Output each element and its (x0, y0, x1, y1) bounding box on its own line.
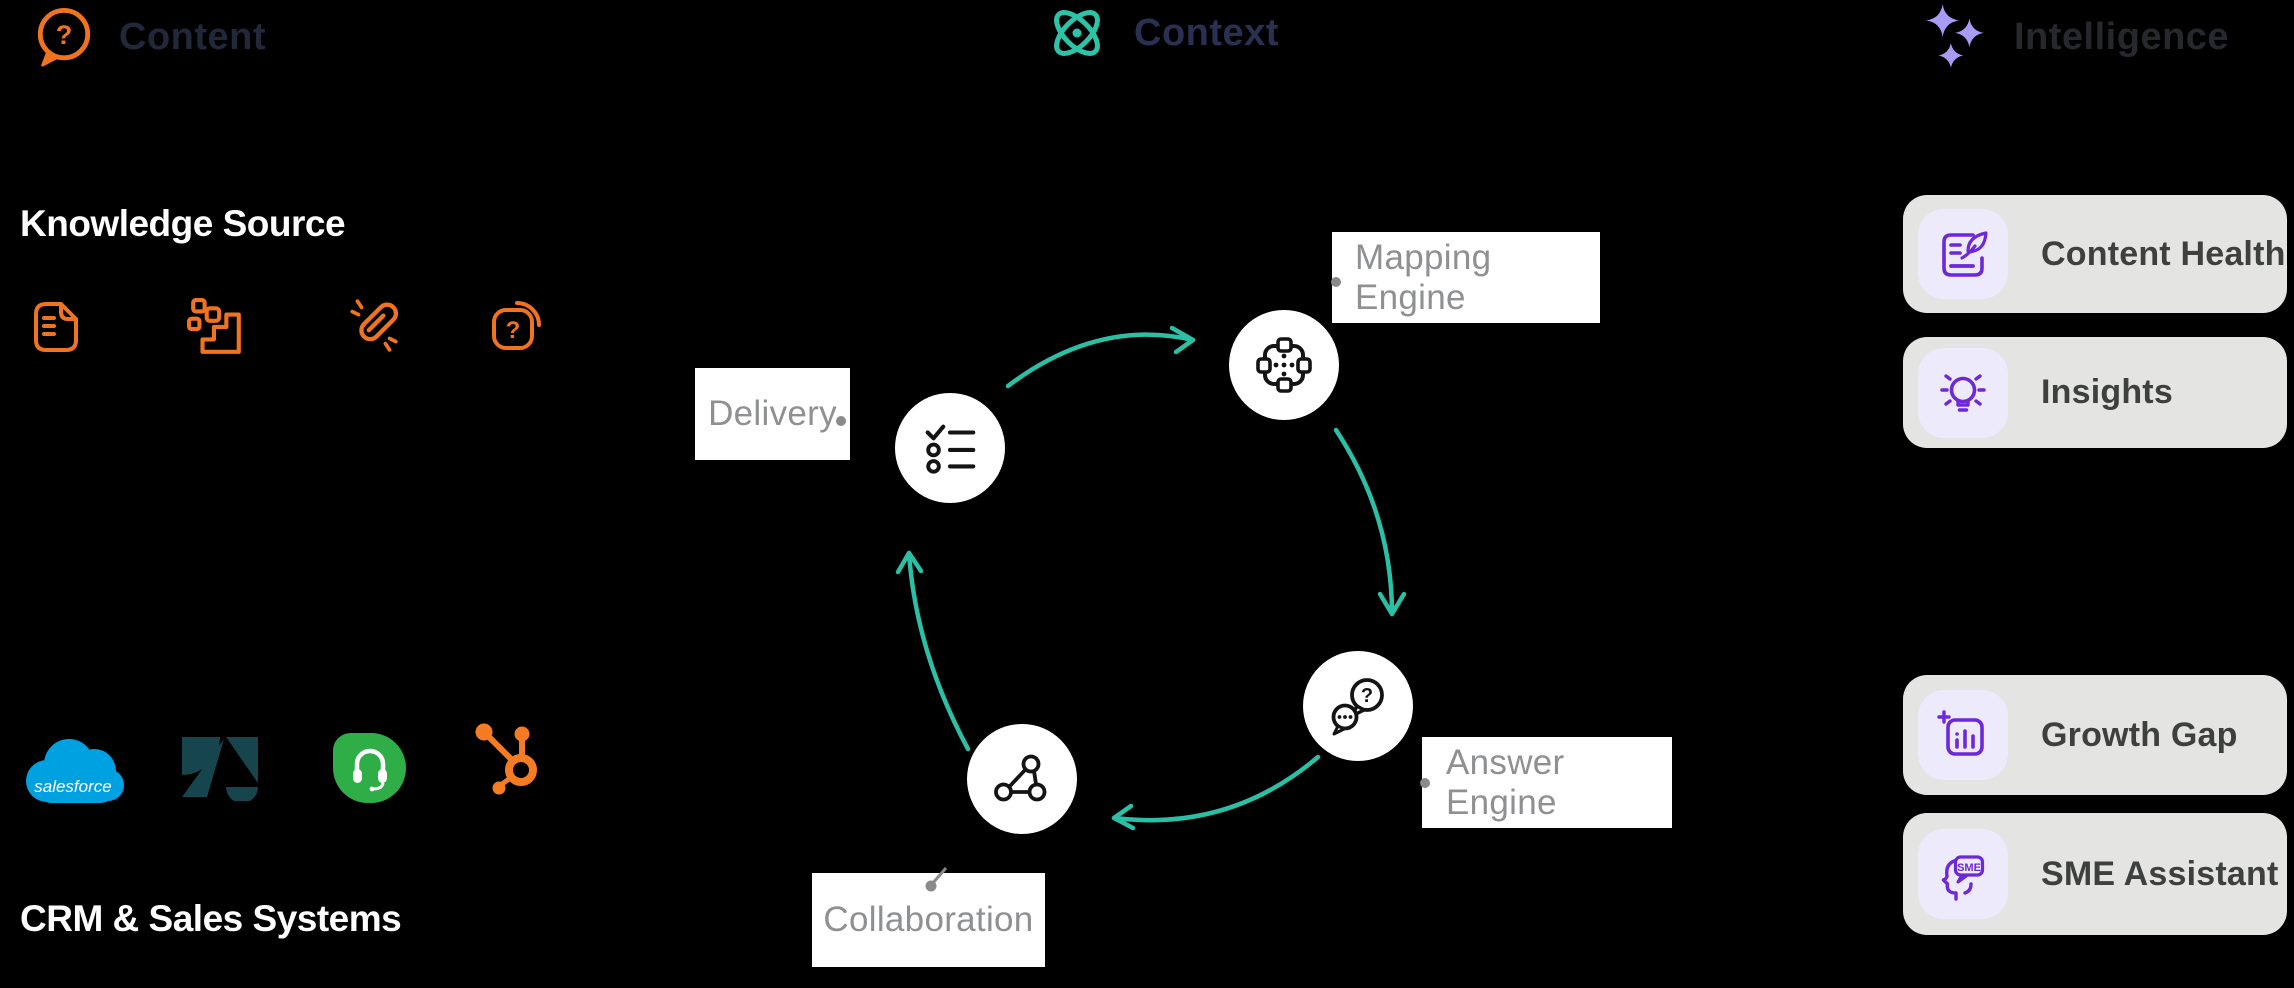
card-growth-gap[interactable]: Growth Gap (1903, 675, 2287, 795)
answer-engine-bullet (1420, 778, 1430, 788)
mapping-icon (1256, 337, 1312, 393)
chat-question-icon: ? (37, 7, 91, 67)
mapping-engine-bullet (1331, 277, 1341, 287)
sme-assistant-icon: SME (1918, 829, 2008, 919)
node-delivery (895, 393, 1005, 503)
arrow-delivery-to-mapping (1005, 332, 1196, 389)
delivery-label-text: Delivery (708, 394, 837, 433)
atom-icon (1054, 10, 1100, 56)
legend-content-label: Content (119, 15, 267, 58)
knowledge-source-heading: Knowledge Source (20, 203, 346, 244)
hubspot-logo (475, 723, 537, 795)
label-answer-engine: Answer Engine (1420, 737, 1672, 828)
answer-engine-label-text: Answer Engine (1446, 742, 1565, 822)
label-delivery: Delivery (695, 368, 850, 460)
sme-assistant-label: SME Assistant (2041, 854, 2279, 893)
pixel-blocks-icon (187, 298, 241, 354)
arrow-mapping-to-answer (1333, 427, 1395, 617)
growth-gap-label: Growth Gap (2041, 715, 2238, 754)
crm-systems-heading: CRM & Sales Systems (20, 898, 402, 939)
salesforce-wordmark: salesforce (34, 777, 111, 796)
svg-text:?: ? (56, 19, 73, 50)
sparkles-icon (1926, 4, 1984, 68)
legend-content: ? Content (33, 6, 266, 68)
arrow-collaboration-to-delivery (906, 550, 971, 752)
node-collaboration (967, 724, 1077, 834)
svg-text:SME: SME (1957, 862, 1981, 874)
growth-gap-icon (1918, 690, 2008, 780)
svg-text:?: ? (1361, 685, 1373, 707)
card-sme-assistant[interactable]: SME SME Assistant (1903, 813, 2287, 935)
node-answer-engine: ? (1303, 651, 1413, 761)
legend-intelligence-label: Intelligence (2014, 15, 2230, 58)
card-content-health[interactable]: Content Health (1903, 195, 2287, 313)
label-mapping-engine: Mapping Engine (1331, 232, 1600, 323)
content-health-icon (1918, 209, 2008, 299)
zendesk-logo (182, 737, 258, 801)
checklist-icon (925, 424, 976, 474)
chat-question-icon: ? (1331, 678, 1384, 736)
collaboration-label-text: Collaboration (823, 900, 1034, 939)
question-box-icon: ? (492, 301, 541, 350)
salesforce-logo: salesforce (26, 739, 124, 803)
document-icon (34, 302, 78, 352)
mapping-engine-label-text: Mapping Engine (1355, 237, 1492, 317)
broken-link-icon (350, 299, 399, 352)
label-collaboration: Collaboration (812, 873, 1045, 967)
legend-intelligence: Intelligence (1920, 2, 2229, 72)
delivery-bullet (836, 416, 846, 426)
insights-icon (1918, 347, 2008, 438)
svg-text:?: ? (506, 317, 521, 344)
node-mapping-engine (1229, 310, 1339, 420)
insights-label: Insights (2041, 373, 2173, 411)
headset-icon (352, 748, 387, 792)
content-health-label: Content Health (2041, 234, 2286, 273)
legend-context: Context (1044, 0, 1279, 66)
card-insights[interactable]: Insights (1903, 337, 2287, 448)
arrow-answer-to-collaboration (1111, 754, 1321, 823)
share-network-icon (994, 754, 1047, 802)
freshdesk-logo (333, 733, 406, 803)
legend-context-label: Context (1134, 11, 1279, 54)
